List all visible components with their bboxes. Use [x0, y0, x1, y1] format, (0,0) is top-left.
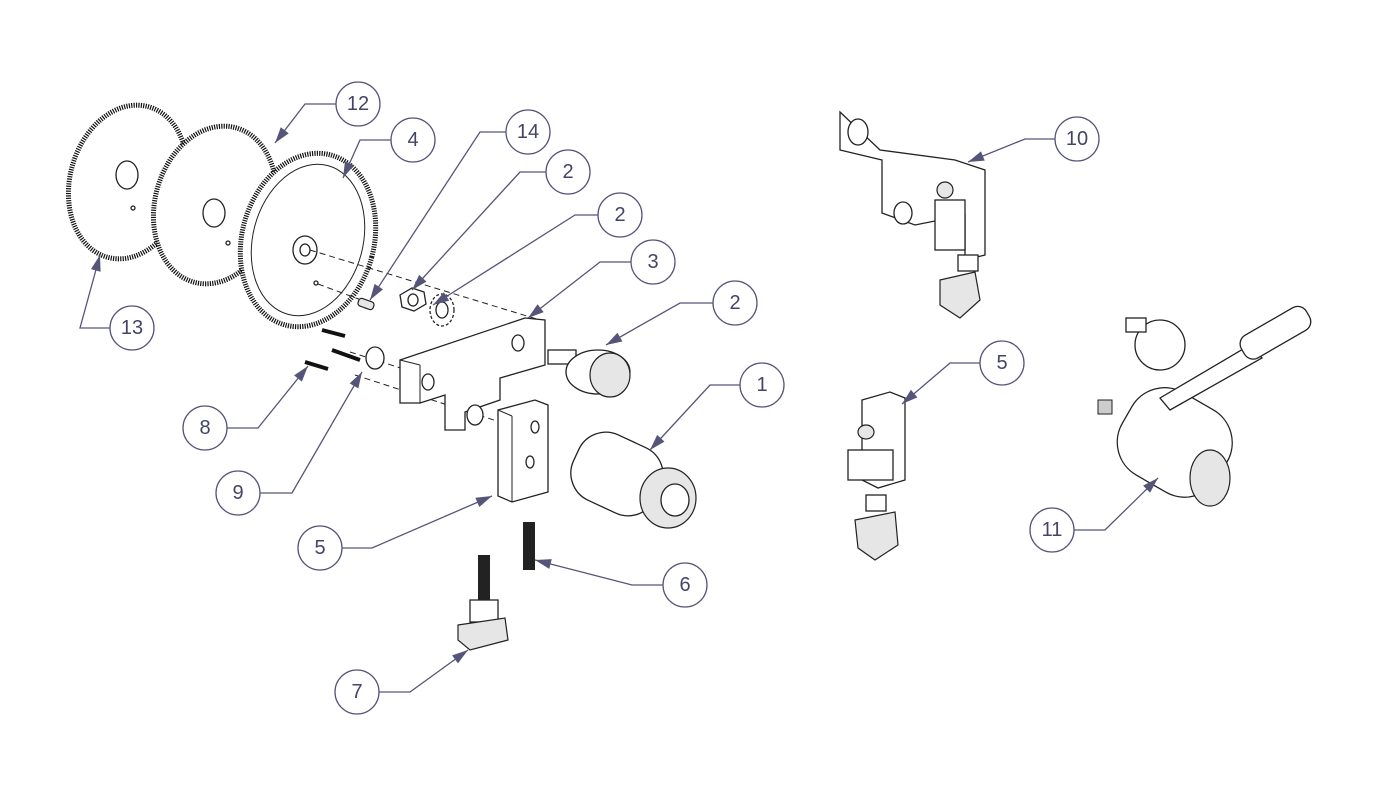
arrowhead-icon [535, 559, 552, 569]
balloon-circle [109, 305, 155, 351]
leader-line [901, 362, 980, 405]
leader-line [379, 649, 469, 693]
callout-balloon: 5 [901, 340, 1025, 405]
callout-balloon: 10 [967, 116, 1100, 163]
callout-balloon: 2 [605, 280, 758, 346]
bracket-3 [399, 317, 546, 431]
balloon-circle [1054, 116, 1100, 162]
balloon-circle [297, 525, 343, 571]
motor-assembly-11 [1097, 305, 1312, 507]
leader-line [1074, 477, 1159, 531]
leader-line [605, 302, 713, 346]
balloon-circle [979, 340, 1025, 386]
callout-balloon: 2 [411, 149, 591, 291]
balloon-number: 5 [314, 537, 325, 559]
balloon-number: 4 [407, 129, 418, 151]
balloon-number: 2 [614, 204, 625, 226]
block-assembly-5 [847, 391, 906, 561]
leader-line [227, 365, 309, 429]
callout-balloon: 6 [534, 559, 708, 608]
balloon-circle [390, 117, 436, 163]
balloon-circle [712, 280, 758, 326]
balloon-circle [545, 149, 591, 195]
callout-balloon: 13 [79, 254, 155, 351]
arrowhead-icon [275, 127, 289, 143]
balloon-circle [505, 109, 551, 155]
arrowhead-icon [349, 372, 362, 389]
leader-line [274, 103, 336, 144]
callout-balloon: 4 [342, 117, 436, 179]
arrowhead-icon [528, 304, 544, 318]
balloon-circle [662, 562, 708, 608]
arrowhead-icon [1143, 478, 1158, 493]
arrowhead-icon [606, 332, 623, 345]
balloon-number: 10 [1066, 128, 1088, 150]
leader-line [534, 559, 663, 586]
balloon-number: 2 [729, 292, 740, 314]
leader-line [79, 254, 110, 329]
leader-line [527, 261, 631, 319]
arrowhead-icon [452, 650, 468, 664]
gear-4 [237, 150, 379, 330]
balloon-number: 7 [351, 681, 362, 703]
leader-line [649, 384, 740, 451]
callout-balloon: 1 [649, 362, 785, 451]
balloon-number: 6 [679, 574, 690, 596]
screws-8 [304, 328, 361, 371]
balloon-circle [630, 239, 676, 285]
arrowhead-icon [902, 389, 918, 404]
leader-line [432, 214, 598, 306]
balloon-number: 5 [996, 352, 1007, 374]
callout-balloon: 8 [182, 365, 309, 451]
knob-2 [547, 349, 631, 398]
arrowhead-icon [650, 434, 665, 450]
arrowhead-icon [968, 151, 985, 162]
callout-balloon: 9 [215, 371, 363, 516]
balloon-number: 11 [1042, 519, 1063, 541]
balloon-number: 3 [647, 251, 658, 273]
balloon-number: 13 [121, 317, 143, 339]
balloon-number: 1 [756, 374, 767, 396]
leader-line [411, 171, 546, 291]
balloon-circle [334, 669, 380, 715]
screw-6 [523, 522, 535, 570]
leader-line [342, 495, 493, 549]
arrowhead-icon [433, 292, 450, 305]
leader-line [967, 138, 1055, 163]
arrowhead-icon [343, 161, 355, 178]
callout-balloon: 14 [369, 109, 551, 301]
thumbscrew-7 [457, 555, 509, 651]
bracket-assembly-10 [839, 110, 986, 319]
block-5 [466, 399, 549, 503]
leader-line [260, 371, 363, 494]
nut-2 [399, 287, 427, 312]
callout-balloon: 3 [527, 239, 676, 319]
arrowhead-icon [475, 496, 492, 507]
callout-balloon: 5 [297, 495, 493, 571]
arrowhead-icon [412, 274, 427, 290]
callout-balloon: 2 [432, 192, 643, 306]
balloon-circle [739, 362, 785, 408]
leader-line [369, 131, 506, 301]
balloon-number: 2 [562, 161, 573, 183]
motor-1 [570, 431, 697, 529]
balloon-number: 14 [517, 121, 539, 143]
arrowhead-icon [294, 366, 308, 382]
balloon-number: 8 [199, 417, 210, 439]
balloon-number: 9 [232, 482, 243, 504]
balloon-circle [597, 192, 643, 238]
callout-balloon: 7 [334, 649, 469, 715]
balloon-circle [1029, 507, 1075, 553]
clip-9 [365, 346, 385, 370]
screw-14 [357, 297, 375, 311]
balloon-number: 12 [347, 93, 369, 115]
balloon-circle [182, 405, 228, 451]
balloon-circle [335, 81, 381, 127]
arrowhead-icon [90, 255, 101, 272]
balloon-circle [215, 470, 261, 516]
callout-balloon: 11 [1029, 477, 1159, 553]
arrowhead-icon [370, 283, 383, 300]
callout-balloon: 12 [274, 81, 381, 144]
